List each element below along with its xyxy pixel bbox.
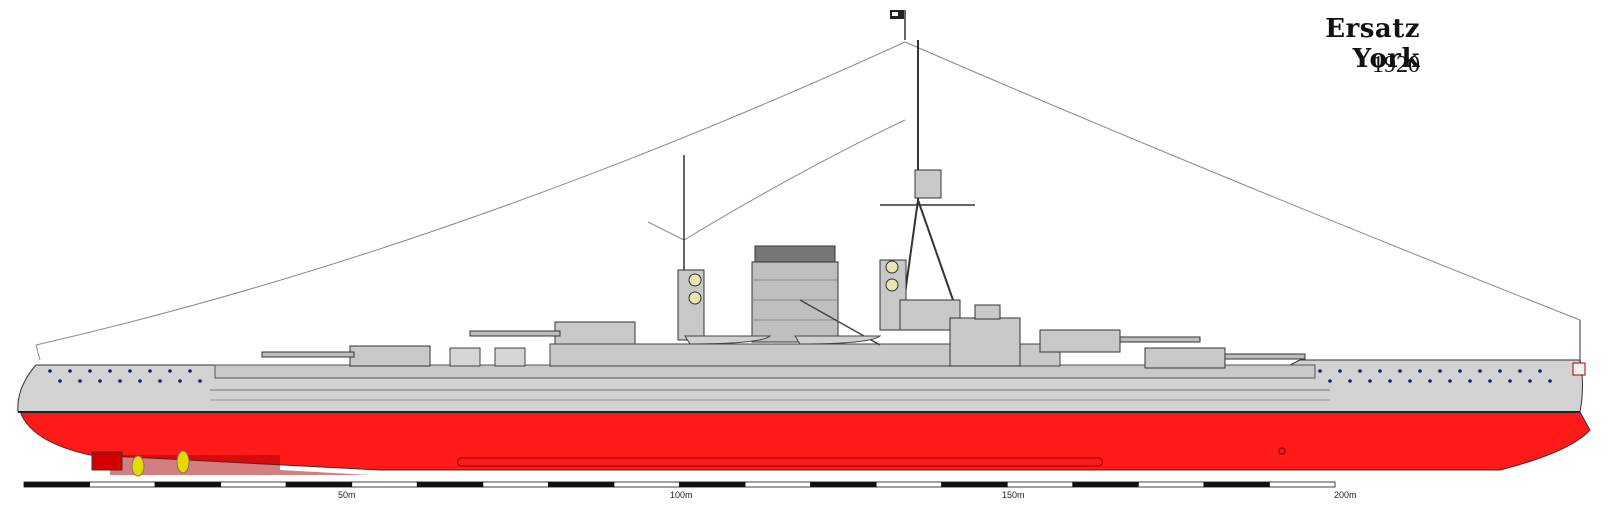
flag-icon	[890, 10, 906, 40]
porthole	[68, 369, 72, 373]
porthole	[98, 379, 102, 383]
porthole	[1498, 369, 1502, 373]
porthole	[158, 379, 162, 383]
scale-segment	[220, 481, 287, 488]
bilge-keel	[457, 457, 1103, 467]
hull-underwater	[17, 401, 1591, 471]
porthole	[1478, 369, 1482, 373]
scale-segment	[482, 481, 549, 488]
porthole	[188, 369, 192, 373]
porthole	[1358, 369, 1362, 373]
scale-label-200m: 200m	[1334, 490, 1357, 500]
scale-segment	[285, 481, 353, 488]
porthole	[1368, 379, 1372, 383]
scale-segment	[1072, 481, 1139, 488]
scale-segment	[416, 481, 484, 488]
porthole	[1338, 369, 1342, 373]
porthole	[1388, 379, 1392, 383]
scale-segment	[89, 481, 156, 488]
porthole	[1408, 379, 1412, 383]
aft-superstructure	[949, 317, 1021, 367]
scale-segment	[1203, 481, 1270, 488]
main-mast	[879, 40, 975, 331]
fore-mast	[677, 155, 705, 341]
deck-box	[449, 347, 481, 367]
porthole	[118, 379, 122, 383]
porthole	[1418, 369, 1422, 373]
scale-segment	[875, 481, 943, 488]
propeller-icon	[131, 450, 190, 477]
porthole	[88, 369, 92, 373]
scale-label-50m: 50m	[338, 490, 356, 500]
porthole	[138, 379, 142, 383]
scale-segment	[744, 481, 811, 488]
porthole	[1348, 379, 1352, 383]
porthole	[108, 369, 112, 373]
porthole	[1548, 379, 1552, 383]
scale-segment	[351, 481, 418, 488]
porthole	[1468, 379, 1472, 383]
scale-segment	[548, 481, 615, 488]
porthole	[78, 379, 82, 383]
scale-segment	[154, 481, 222, 488]
porthole	[58, 379, 62, 383]
porthole	[1508, 379, 1512, 383]
porthole	[198, 379, 202, 383]
porthole	[178, 379, 182, 383]
porthole	[1518, 369, 1522, 373]
porthole	[1318, 369, 1322, 373]
porthole	[1528, 379, 1532, 383]
ship-name: Ersatz York	[1325, 14, 1420, 74]
porthole	[48, 369, 52, 373]
turret-b	[469, 321, 636, 345]
porthole	[1488, 379, 1492, 383]
hull-fitting	[1278, 447, 1286, 455]
porthole	[168, 369, 172, 373]
scale-segment	[1137, 481, 1205, 488]
funnel	[751, 245, 839, 343]
boat	[684, 335, 772, 345]
porthole	[128, 369, 132, 373]
turret-y	[1144, 347, 1306, 369]
boat	[794, 335, 882, 345]
scale-segment	[613, 481, 680, 488]
porthole	[1428, 379, 1432, 383]
turret-a	[261, 345, 431, 367]
scale-label-100m: 100m	[670, 490, 693, 500]
shaft-fairing	[110, 455, 370, 475]
scale-segment	[23, 481, 90, 488]
porthole	[1398, 369, 1402, 373]
scale-segment	[941, 481, 1008, 488]
scale-bar	[23, 481, 1336, 488]
rigging	[35, 41, 1581, 361]
porthole	[148, 369, 152, 373]
ship-year: 1920	[1372, 52, 1420, 78]
porthole	[1448, 379, 1452, 383]
turret-x	[1039, 329, 1201, 353]
deck-box	[494, 347, 526, 367]
porthole	[1438, 369, 1442, 373]
porthole	[1538, 369, 1542, 373]
porthole	[1378, 369, 1382, 373]
scale-segment	[1006, 481, 1074, 488]
porthole	[1458, 369, 1462, 373]
stern-crest-icon	[1572, 362, 1586, 376]
scale-segment	[679, 481, 746, 488]
porthole	[1328, 379, 1332, 383]
scale-segment	[810, 481, 877, 488]
scale-segment	[1269, 481, 1336, 488]
scale-label-150m: 150m	[1002, 490, 1025, 500]
rudder	[91, 451, 123, 471]
